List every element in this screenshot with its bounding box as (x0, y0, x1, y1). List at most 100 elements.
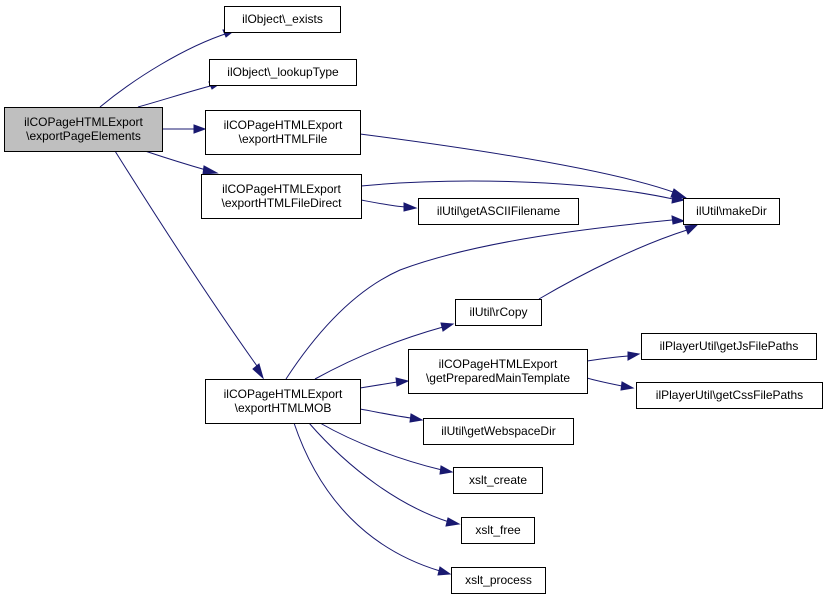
node-exp-html-mob[interactable]: ilCOPageHTMLExport\exportHTMLMOB (205, 379, 361, 424)
edge-exp-html-file-direct-to-make-dir (360, 180, 686, 204)
node-obj-lookup[interactable]: ilObject\_lookupType (209, 59, 357, 86)
arrowhead (193, 124, 207, 134)
node-label-line: xslt_free (475, 523, 521, 537)
edges-layer (99, 28, 699, 576)
node-ascii-filename[interactable]: ilUtil\getASCIIFilename (418, 198, 579, 225)
node-box (451, 567, 546, 594)
node-label-line: ilCOPageHTMLExport (224, 387, 343, 401)
node-box (461, 517, 535, 544)
edge-line (538, 229, 688, 300)
node-box (209, 59, 357, 86)
node-xslt-process[interactable]: xslt_process (451, 567, 546, 594)
node-prep-main-tpl[interactable]: ilCOPageHTMLExport\getPreparedMainTempla… (408, 349, 588, 394)
edge-prep-main-tpl-to-css-paths (586, 377, 635, 391)
node-label-line: xslt_create (469, 473, 527, 487)
edge-root-to-exp-html-mob (114, 150, 264, 380)
edge-line (586, 355, 629, 362)
node-label-line: ilPlayerUtil\getJsFilePaths (660, 339, 799, 353)
node-box (423, 418, 574, 445)
edge-prep-main-tpl-to-js-paths (586, 351, 641, 362)
edge-line (319, 422, 443, 471)
node-rcopy[interactable]: ilUtil\rCopy (455, 299, 542, 326)
arrowhead (395, 377, 410, 387)
node-label-line: ilUtil\getASCIIFilename (437, 204, 561, 218)
node-box (455, 299, 542, 326)
node-obj-exists[interactable]: ilObject\_exists (224, 6, 341, 33)
arrowhead (202, 165, 219, 175)
arrowhead (671, 194, 686, 204)
edge-line (99, 32, 229, 108)
node-label-line: xslt_process (465, 573, 532, 587)
node-xslt-free[interactable]: xslt_free (461, 517, 535, 544)
edge-line (360, 180, 674, 200)
edge-exp-html-mob-to-prep-main-tpl (359, 377, 410, 389)
node-label-line: \exportHTMLMOB (235, 401, 332, 415)
node-root[interactable]: ilCOPageHTMLExport\exportPageElements (4, 107, 163, 152)
arrowhead (403, 202, 418, 212)
arrowhead (409, 413, 424, 423)
edge-exp-html-mob-to-xslt-free (308, 422, 461, 527)
node-box (636, 382, 823, 409)
edge-line (293, 422, 441, 572)
edge-exp-html-file-to-make-dir (359, 133, 688, 199)
arrowhead (445, 517, 461, 527)
arrowhead (440, 322, 455, 332)
node-label-line: \getPreparedMainTemplate (426, 371, 570, 385)
edge-line (285, 219, 673, 380)
edge-line (114, 150, 258, 367)
node-box (201, 174, 362, 219)
node-label-line: ilUtil\rCopy (469, 305, 527, 319)
edge-root-to-exp-html-file-direct (144, 150, 219, 175)
edge-exp-html-mob-to-xslt-create (319, 422, 454, 475)
nodes-layer: ilCOPageHTMLExport\exportPageElementsilO… (4, 6, 823, 594)
edge-line (314, 326, 444, 380)
arrowhead (684, 224, 699, 235)
edge-exp-html-mob-to-make-dir (285, 215, 686, 380)
edge-line (359, 133, 677, 194)
edge-line (586, 377, 623, 387)
node-label-line: ilObject\_lookupType (227, 65, 339, 79)
arrowhead (437, 566, 452, 576)
node-exp-html-file[interactable]: ilCOPageHTMLExport\exportHTMLFile (205, 110, 361, 155)
node-js-paths[interactable]: ilPlayerUtil\getJsFilePaths (641, 333, 817, 360)
edge-line (359, 408, 412, 419)
edge-line (137, 84, 215, 108)
edge-line (308, 422, 450, 523)
node-webspace-dir[interactable]: ilUtil\getWebspaceDir (423, 418, 574, 445)
node-label-line: ilCOPageHTMLExport (439, 357, 558, 371)
node-box (205, 379, 361, 424)
edge-exp-html-file-direct-to-ascii-filename (360, 199, 418, 212)
node-make-dir[interactable]: ilUtil\makeDir (683, 198, 780, 225)
node-label-line: ilUtil\getWebspaceDir (441, 424, 556, 438)
edge-root-to-exp-html-file (161, 124, 207, 134)
edge-exp-html-mob-to-rcopy (314, 322, 455, 380)
node-label-line: ilObject\_exists (242, 12, 323, 26)
node-label-line: ilCOPageHTMLExport (24, 115, 143, 129)
node-label-line: ilUtil\makeDir (696, 204, 767, 218)
node-label-line: ilCOPageHTMLExport (224, 118, 343, 132)
edge-rcopy-to-make-dir (538, 224, 699, 300)
node-label-line: ilPlayerUtil\getCssFilePaths (656, 388, 803, 402)
arrowhead (620, 381, 635, 391)
node-label-line: \exportHTMLFile (239, 132, 328, 146)
node-box (205, 110, 361, 155)
arrowhead (671, 215, 686, 225)
node-css-paths[interactable]: ilPlayerUtil\getCssFilePaths (636, 382, 823, 409)
node-box (641, 333, 817, 360)
node-box (224, 6, 341, 33)
node-label-line: \exportPageElements (26, 129, 141, 143)
arrowhead (439, 465, 454, 475)
node-box (4, 107, 163, 152)
node-label-line: ilCOPageHTMLExport (222, 182, 341, 196)
node-box (453, 467, 543, 494)
arrowhead (252, 363, 264, 380)
edge-line (144, 150, 207, 171)
node-xslt-create[interactable]: xslt_create (453, 467, 543, 494)
arrowhead (627, 351, 641, 361)
node-box (683, 198, 780, 225)
node-exp-html-file-direct[interactable]: ilCOPageHTMLExport\exportHTMLFileDirect (201, 174, 362, 219)
edge-exp-html-mob-to-xslt-process (293, 422, 452, 576)
edge-line (359, 381, 398, 389)
edge-line (360, 199, 406, 208)
